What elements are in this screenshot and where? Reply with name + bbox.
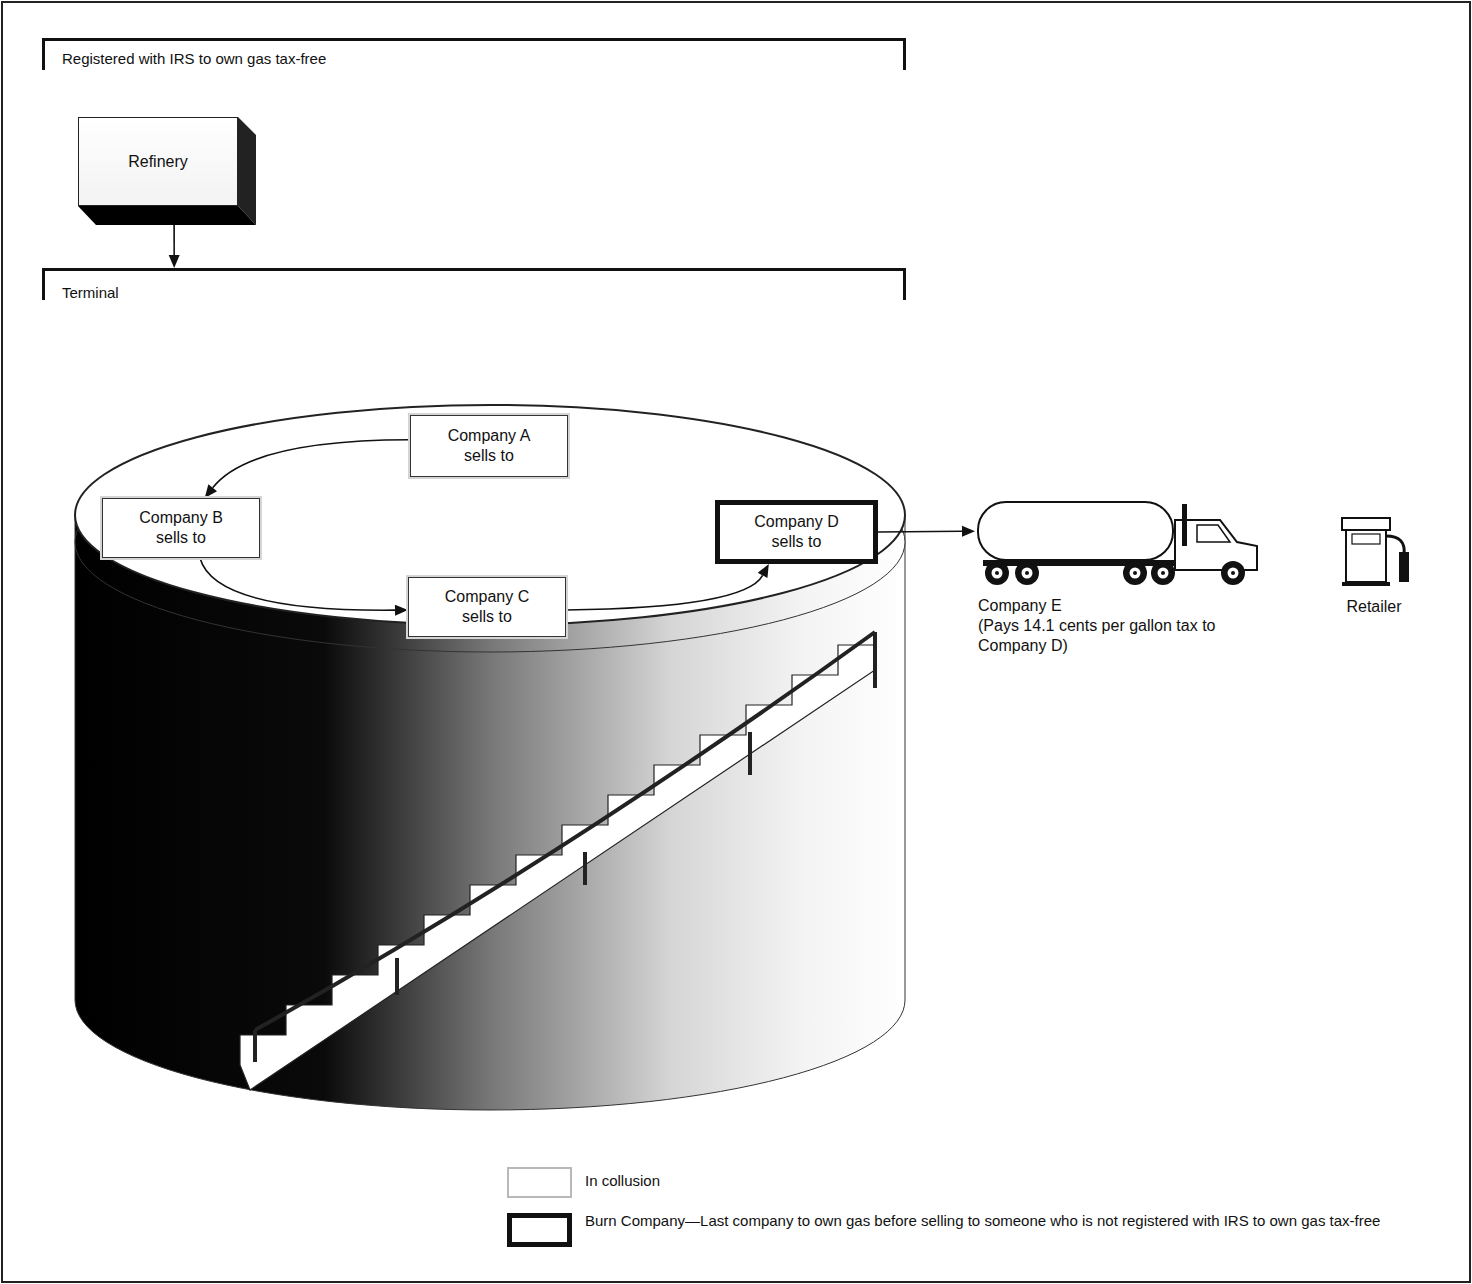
wheel-center (1231, 571, 1235, 575)
truck-window (1197, 525, 1230, 542)
wheel-hub (1130, 568, 1141, 579)
wheel-hub (1158, 568, 1169, 579)
stairs (240, 645, 875, 1090)
railing-post (253, 1030, 257, 1062)
arrowhead (169, 255, 180, 268)
node-text: Company C sells to (435, 587, 539, 627)
connector-line (173, 225, 175, 255)
bracket-region: Registered with IRS to own gas tax-freeR… (42, 38, 906, 1120)
node-text: Terminal (62, 284, 119, 301)
wheel-hub (992, 568, 1003, 579)
truck-wheel (1123, 561, 1147, 585)
arrowhead (758, 564, 769, 578)
node-text: Refinery (128, 153, 188, 171)
pump-nozzle (1399, 552, 1409, 582)
company-box: Company A sells to (410, 415, 568, 477)
connector-line (200, 558, 395, 610)
truck-icon (975, 500, 1260, 588)
connector-line (878, 531, 962, 533)
retailer-node: Retailer (1328, 512, 1420, 616)
truck-wheel (1221, 561, 1245, 585)
railing-post (583, 852, 587, 885)
legend-swatch (507, 1167, 572, 1198)
arrowhead (395, 605, 408, 616)
node-text: (Pays 14.1 cents per gallon tax to Compa… (978, 616, 1218, 656)
wheel-center (1025, 571, 1029, 575)
railing-post (748, 732, 752, 775)
connector-line (213, 440, 410, 488)
truck-tank (978, 502, 1173, 560)
truck-wheel (1151, 561, 1175, 585)
refinery-box: Refinery (78, 117, 256, 225)
bracket-outline (42, 268, 906, 302)
truck-wheel (1015, 561, 1039, 585)
company-box: Company D sells to (715, 500, 878, 564)
node-text: Retailer (1328, 598, 1420, 616)
wheel-center (1133, 571, 1137, 575)
box-face: Refinery (78, 117, 238, 206)
legend-entry: In collusion (585, 1172, 1385, 1190)
stair-railing (255, 632, 875, 1030)
node-text: Company A sells to (437, 426, 541, 466)
bracket-line (44, 270, 905, 301)
node-text: Company E (978, 596, 1218, 616)
railing-posts (255, 632, 875, 1062)
arrowhead (962, 526, 975, 537)
connector (169, 225, 180, 268)
company-box: Company B sells to (102, 498, 260, 558)
gas-pump-icon (1328, 512, 1420, 592)
pump-base (1342, 582, 1390, 586)
railing-post (395, 958, 399, 995)
pump-body (1346, 530, 1386, 582)
shadow-side (238, 117, 256, 225)
bracket-line (44, 40, 905, 71)
node-text: Company D sells to (745, 512, 849, 552)
shadow-bottom (78, 206, 256, 225)
arrowhead (205, 484, 217, 498)
legend-text: In collusion (585, 1172, 1385, 1190)
wheel-hub (1022, 568, 1033, 579)
pump-cap (1342, 518, 1390, 530)
node-text: Registered with IRS to own gas tax-free (62, 50, 326, 67)
connector (205, 440, 410, 498)
company-box: Company C sells to (408, 577, 566, 637)
truck-wheel (985, 561, 1009, 585)
pump-hose (1386, 536, 1404, 554)
railing-post (873, 632, 877, 688)
truck-cab (1175, 520, 1257, 570)
wheel-hub (1228, 568, 1239, 579)
legend-text: Burn Company—Last company to own gas bef… (585, 1212, 1385, 1230)
bracket-region: TerminalCompany A sells to Company B sell… (42, 268, 906, 1120)
legend-swatch (507, 1213, 572, 1247)
connector (878, 526, 975, 537)
legend-entry: Burn Company—Last company to own gas bef… (585, 1212, 1385, 1230)
truck-exhaust (1182, 504, 1187, 546)
pump-display (1352, 534, 1380, 544)
wheel-center (1161, 571, 1165, 575)
wheel-center (995, 571, 999, 575)
node-text: Company B sells to (129, 508, 233, 548)
connector (200, 558, 408, 616)
connector (566, 564, 769, 610)
connector-line (566, 575, 763, 610)
truck-node: Company E(Pays 14.1 cents per gallon tax… (975, 500, 1260, 656)
